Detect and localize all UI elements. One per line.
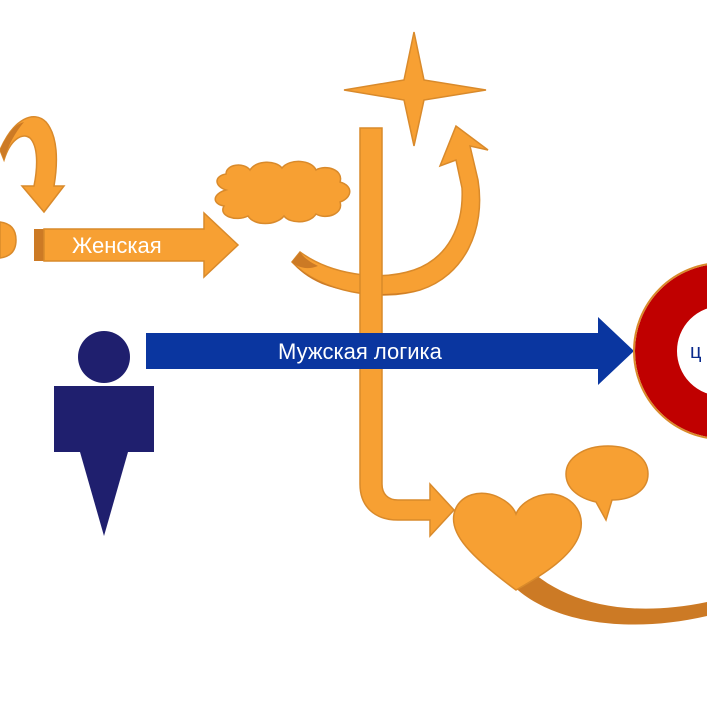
star-icon — [343, 31, 487, 147]
male-logic-arrow: Мужская логика — [146, 317, 634, 385]
target-ring-icon: ц — [633, 263, 707, 439]
curved-arrow-shadow-left — [292, 252, 318, 269]
person-icon — [54, 331, 154, 536]
curved-arrow-icon — [0, 116, 66, 214]
curved-arrow-shadow — [0, 122, 24, 160]
person-head — [78, 331, 130, 383]
person-body — [54, 386, 154, 452]
top-left-loop-arrow — [0, 116, 66, 259]
male-logic-label: Мужская логика — [278, 339, 443, 364]
speech-bubble-icon — [565, 445, 649, 522]
heart-icon — [452, 492, 583, 591]
left-edge-blob — [0, 221, 17, 259]
person-legs — [80, 452, 128, 536]
cloud-icon — [214, 160, 351, 225]
female-logic-label: Женская — [72, 233, 162, 258]
bottom-curved-band — [506, 560, 707, 625]
female-logic-arrow: Женская — [34, 211, 240, 279]
male-arrow-body — [146, 317, 634, 385]
female-arrow-body — [43, 211, 240, 279]
ring-label-fragment: ц — [690, 341, 701, 363]
female-arrow-tail-shadow — [34, 229, 44, 261]
vertical-bent-arrow — [359, 127, 456, 538]
